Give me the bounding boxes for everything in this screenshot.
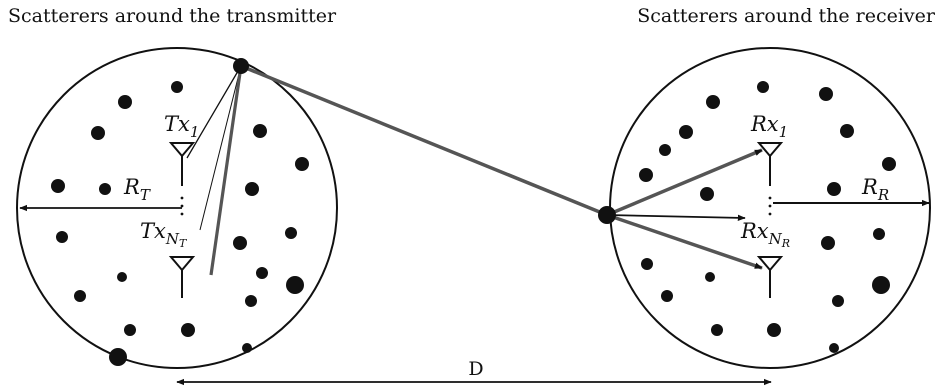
scatterer bbox=[117, 272, 127, 282]
rx-path-scatterer bbox=[598, 206, 616, 224]
scatterer bbox=[51, 179, 65, 193]
rx-scatterers-title: Scatterers around the receiver bbox=[637, 5, 936, 27]
rx-antenna-1-label: Rx1 bbox=[750, 112, 788, 141]
scatterer bbox=[639, 168, 653, 182]
scatterer bbox=[256, 267, 268, 279]
scatterer-link-path bbox=[240, 64, 608, 217]
scatterer bbox=[821, 236, 835, 250]
tx-antenna-1-label: Tx1 bbox=[164, 112, 199, 141]
scatterer bbox=[124, 324, 136, 336]
tx-scatterers-title: Scatterers around the transmitter bbox=[8, 5, 337, 27]
rx-path-1 bbox=[606, 148, 763, 217]
scatterer bbox=[827, 182, 841, 196]
distance-label: D bbox=[468, 358, 483, 380]
rx-path-n bbox=[606, 213, 763, 270]
rx-antenna-n-icon bbox=[756, 256, 784, 298]
scatterer bbox=[819, 87, 833, 101]
scatterer bbox=[840, 124, 854, 138]
tx-path-scatterer bbox=[233, 58, 249, 74]
tx-path-1 bbox=[186, 65, 242, 159]
scatterer bbox=[661, 290, 673, 302]
scatterer bbox=[245, 182, 259, 196]
tx-antenna-1-icon bbox=[168, 142, 196, 186]
rx-path-center bbox=[606, 214, 746, 222]
scatterer bbox=[757, 81, 769, 93]
tx-scatterers bbox=[51, 81, 309, 366]
rx-antenna-n-label: RxNR bbox=[740, 219, 790, 250]
scatterer bbox=[767, 323, 781, 337]
scatterer bbox=[233, 236, 247, 250]
scatterer bbox=[700, 187, 714, 201]
scatterer bbox=[181, 323, 195, 337]
scatterer bbox=[285, 227, 297, 239]
scatterer bbox=[118, 95, 132, 109]
tx-radius-label: RT bbox=[123, 175, 151, 204]
scatterer bbox=[91, 126, 105, 140]
scatterer bbox=[882, 157, 896, 171]
scatterer bbox=[659, 144, 671, 156]
scatterer bbox=[245, 295, 257, 307]
scatterer bbox=[641, 258, 653, 270]
scatterer bbox=[872, 276, 890, 294]
scatterer bbox=[295, 157, 309, 171]
rx-radius-label: RR bbox=[861, 175, 889, 204]
rx-antenna-1-icon bbox=[756, 142, 784, 186]
tx-path-2 bbox=[199, 65, 242, 231]
rx-scatter-ring bbox=[609, 47, 931, 369]
tx-scatter-ring bbox=[16, 47, 338, 369]
scatterer bbox=[74, 290, 86, 302]
scatterer bbox=[706, 95, 720, 109]
scatterer bbox=[679, 125, 693, 139]
scatterer bbox=[832, 295, 844, 307]
rx-array-ellipsis bbox=[768, 196, 772, 216]
scatterer bbox=[705, 272, 715, 282]
scatterer bbox=[242, 343, 252, 353]
tx-antenna-n-icon bbox=[168, 256, 196, 298]
scatterer bbox=[253, 124, 267, 138]
scatterer bbox=[171, 81, 183, 93]
tx-antenna-n-label: TxNT bbox=[140, 219, 188, 250]
scatterer bbox=[56, 231, 68, 243]
tx-array-ellipsis bbox=[180, 196, 184, 216]
tx-path-n bbox=[209, 65, 243, 276]
scatterer bbox=[99, 183, 111, 195]
scatterer bbox=[873, 228, 885, 240]
rx-scatterers bbox=[639, 81, 896, 353]
scatterer bbox=[711, 324, 723, 336]
scatterer bbox=[109, 348, 127, 366]
scatterer bbox=[286, 276, 304, 294]
scatterer bbox=[829, 343, 839, 353]
